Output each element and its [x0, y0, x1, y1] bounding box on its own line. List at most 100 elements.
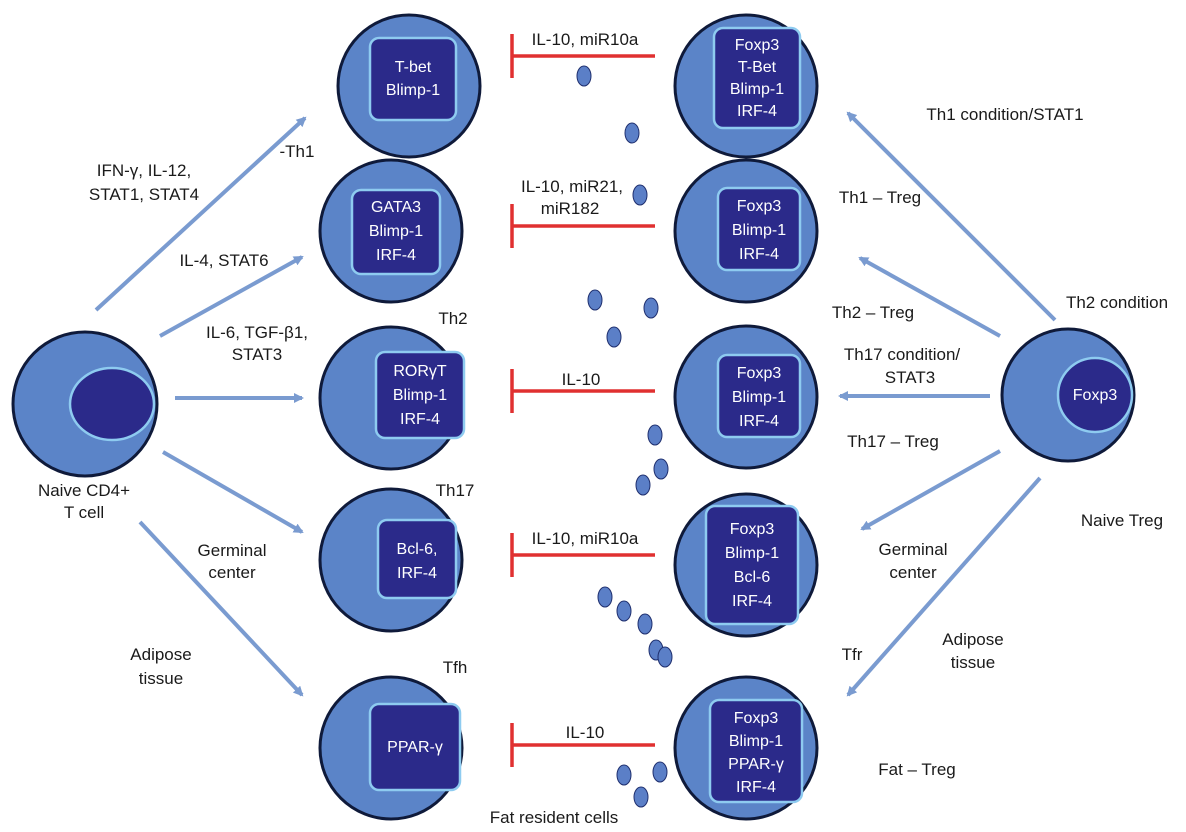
- effector-th2-line1: GATA3: [371, 199, 421, 216]
- fat-cell: [643, 297, 659, 319]
- effector-tfh-line2: IRF-4: [397, 565, 437, 582]
- effector-cell-th17: RORγT Blimp-1 IRF-4: [318, 325, 466, 471]
- fat-cell: [637, 613, 653, 635]
- left-arrow-2-line1: IL-4, STAT6: [179, 251, 268, 270]
- effector-cell-th2-nucleus: [350, 188, 442, 276]
- treg-cell-1-nucleus: [712, 26, 802, 130]
- treg-5-line4: IRF-4: [736, 779, 776, 796]
- arrow-to-tfr: [860, 449, 1001, 531]
- effector-th1-subtype: -Th1: [280, 142, 315, 161]
- treg-3-line3: IRF-4: [739, 413, 779, 430]
- effector-cell-th1: T-bet Blimp-1: [336, 13, 482, 159]
- treg-5-line3: PPAR-γ: [728, 756, 784, 773]
- effector-cell-tfh-nucleus: [376, 518, 458, 600]
- treg-cell-1: Foxp3 T-Bet Blimp-1 IRF-4: [673, 13, 819, 159]
- effector-adipose-line1: PPAR-γ: [387, 739, 443, 756]
- inhibition-3-label: IL-10: [562, 370, 601, 389]
- naive-cd4-nucleus: [68, 366, 156, 442]
- right-arrow-4-line2: center: [889, 563, 937, 582]
- treg-3-line1: Foxp3: [737, 365, 782, 382]
- treg-2-line3: IRF-4: [739, 246, 779, 263]
- fat-cell: [657, 646, 673, 668]
- treg-1-line2: T-Bet: [738, 59, 777, 76]
- fat-cell: [653, 458, 669, 480]
- inhibition-2-label-line1: IL-10, miR21,: [521, 177, 623, 196]
- treg-4-label: Tfr: [842, 645, 863, 664]
- effector-cell-th1-nucleus: [368, 36, 458, 122]
- treg-4-line4: IRF-4: [732, 593, 772, 610]
- fat-cell: [633, 786, 649, 808]
- fat-resident-cells: [576, 65, 673, 808]
- right-arrow-5-line2: tissue: [951, 653, 995, 672]
- left-arrow-4-line2: center: [208, 563, 256, 582]
- arrow-to-adipose: [138, 520, 304, 697]
- left-arrows: [94, 116, 307, 697]
- treg-4-line1: Foxp3: [730, 521, 775, 538]
- treg-5-line2: Blimp-1: [729, 733, 783, 750]
- fat-cell: [606, 326, 622, 348]
- effector-cell-tfh: Bcl-6, IRF-4: [318, 487, 464, 633]
- treg-5-label: Fat – Treg: [878, 760, 955, 779]
- fat-cell: [587, 289, 603, 311]
- fat-resident-cells-label: Fat resident cells: [490, 808, 619, 827]
- effector-cell-adipose: PPAR-γ: [318, 675, 464, 821]
- left-arrow-1-line1: IFN-γ, IL-12,: [97, 161, 191, 180]
- treg-cell-5: Foxp3 Blimp-1 PPAR-γ IRF-4: [673, 675, 819, 821]
- left-arrow-3-line1: IL-6, TGF-β1,: [206, 323, 308, 342]
- treg-5-line1: Foxp3: [734, 710, 779, 727]
- naive-cd4-label-line2: T cell: [64, 503, 104, 522]
- effector-tfh-subtype: Tfh: [443, 658, 468, 677]
- fat-cell: [576, 65, 592, 87]
- effector-cell-th2: GATA3 Blimp-1 IRF-4: [318, 158, 464, 304]
- treg-cell-4-nucleus: [704, 504, 800, 626]
- treg-4-line3: Bcl-6: [734, 569, 771, 586]
- treg-2-line2: Blimp-1: [732, 222, 786, 239]
- arrow-to-tfh: [162, 450, 304, 534]
- treg-2-line1: Foxp3: [737, 198, 782, 215]
- fat-cell: [616, 764, 632, 786]
- left-arrow-4-line1: Germinal: [198, 541, 267, 560]
- inhibition-2: [510, 204, 655, 248]
- arrow-to-th1: [94, 116, 307, 312]
- inhibition-5-label: IL-10: [566, 723, 605, 742]
- inhibition-4: [510, 533, 655, 577]
- treg-cell-3: Foxp3 Blimp-1 IRF-4: [673, 324, 819, 470]
- arrow-to-fat-treg: [846, 476, 1042, 697]
- treg-cell-4: Foxp3 Blimp-1 Bcl-6 IRF-4: [673, 492, 819, 638]
- right-arrow-1-line1: Th1 condition/STAT1: [926, 105, 1083, 124]
- naive-treg-label: Naive Treg: [1081, 511, 1163, 530]
- naive-treg-cell: [1000, 327, 1136, 463]
- fat-cell: [647, 424, 663, 446]
- inhibition-1-label: IL-10, miR10a: [532, 30, 639, 49]
- inhibition-4-label: IL-10, miR10a: [532, 529, 639, 548]
- effector-th17-line3: IRF-4: [400, 411, 440, 428]
- th2-treg-label: Th2 – Treg: [832, 303, 914, 322]
- effector-cell-th17-nucleus: [374, 350, 466, 440]
- right-arrow-5-line1: Adipose: [942, 630, 1003, 649]
- fat-cell: [597, 586, 613, 608]
- naive-treg-nucleus-label: Foxp3: [1073, 387, 1118, 404]
- treg-cell-2: Foxp3 Blimp-1 IRF-4: [673, 158, 819, 304]
- fat-cell: [635, 474, 651, 496]
- naive-cd4-label-line1: Naive CD4+: [38, 481, 130, 500]
- fat-cell: [652, 761, 668, 783]
- effector-th2-line3: IRF-4: [376, 247, 416, 264]
- treg-4-line2: Blimp-1: [725, 545, 779, 562]
- right-arrow-2-line1: Th2 condition: [1066, 293, 1168, 312]
- effector-th2-subtype: Th2: [438, 309, 467, 328]
- treg-cell-3-nucleus: [716, 353, 802, 439]
- inhibition-1: [510, 34, 655, 78]
- fat-cell: [632, 184, 648, 206]
- fat-cell: [624, 122, 640, 144]
- effector-th2-line2: Blimp-1: [369, 223, 423, 240]
- arrow-to-th2: [159, 255, 304, 338]
- inhibition-5: [510, 723, 655, 767]
- arrow-to-th1-treg: [846, 111, 1057, 322]
- left-arrow-3-line2: STAT3: [232, 345, 282, 364]
- treg-cell-2-nucleus: [716, 186, 802, 272]
- left-arrow-5-line1: Adipose: [130, 645, 191, 664]
- right-arrow-3-line1: Th17 condition/: [844, 345, 961, 364]
- effector-tfh-line1: Bcl-6,: [397, 541, 438, 558]
- fat-cell: [616, 600, 632, 622]
